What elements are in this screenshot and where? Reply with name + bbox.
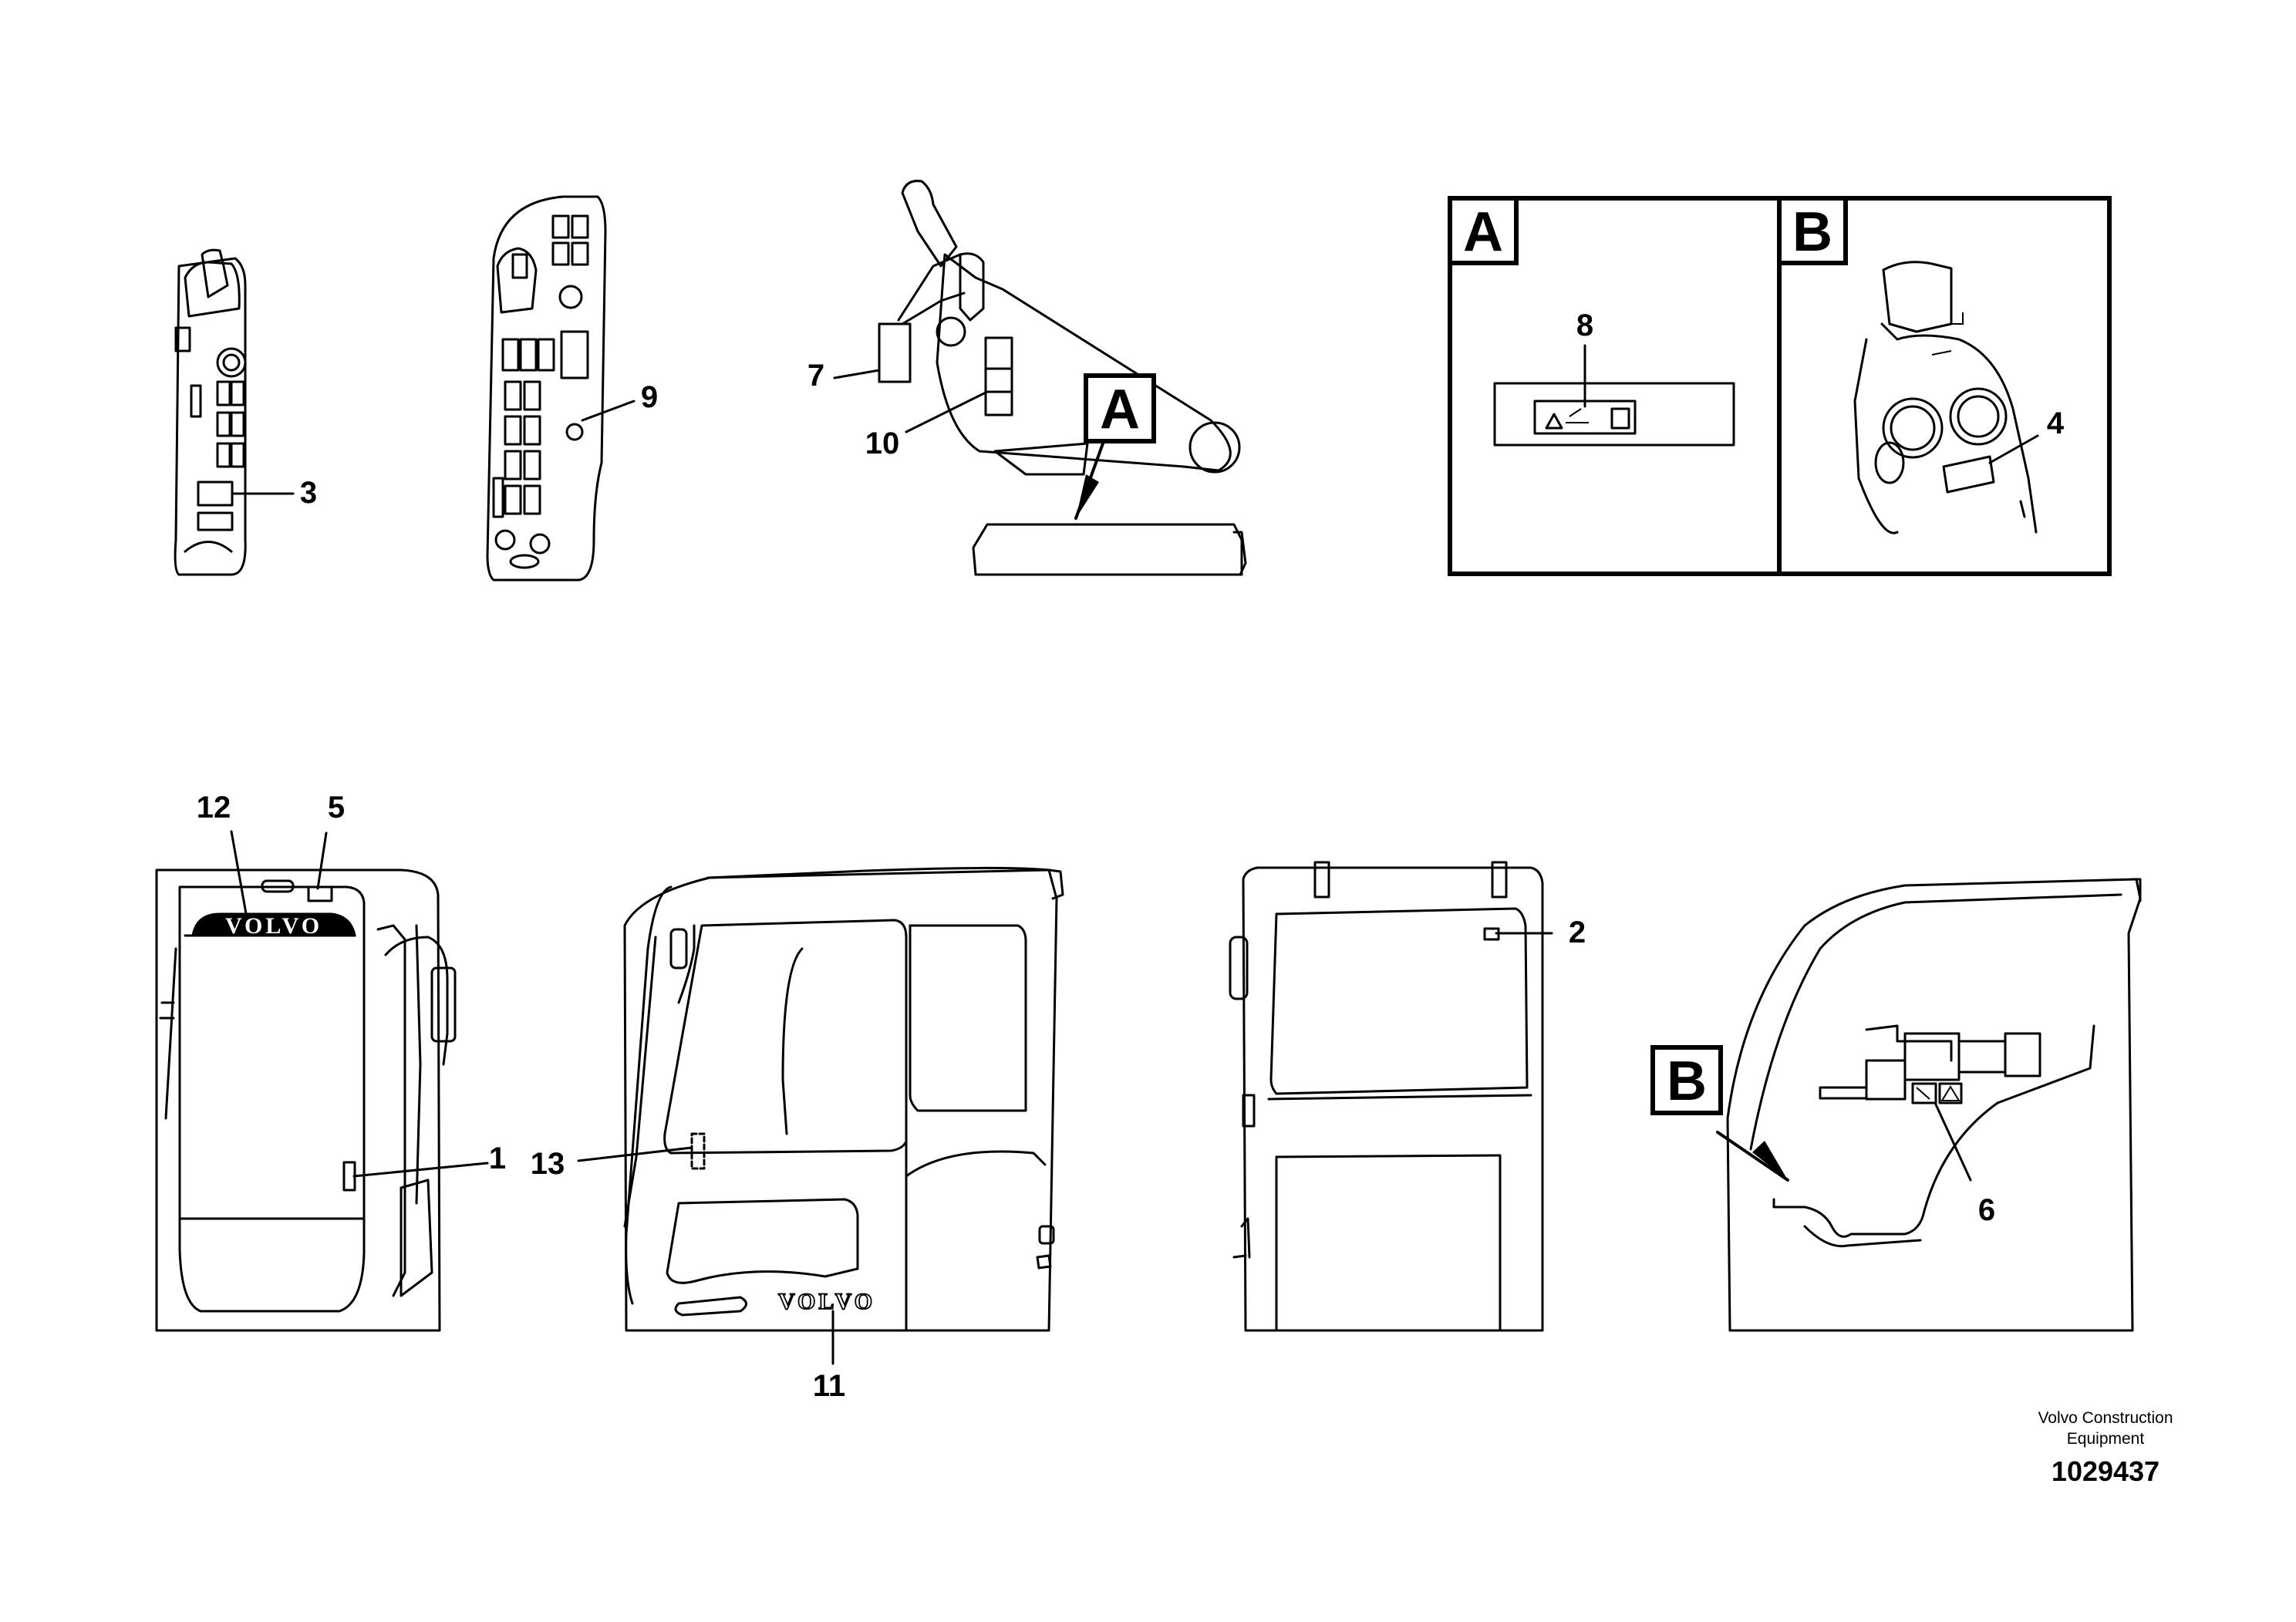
callout-13: 13 <box>531 1147 565 1181</box>
cab-interior-view <box>1726 878 2142 1332</box>
callout-8: 8 <box>1576 309 1593 342</box>
detail-panel <box>1448 196 2112 576</box>
callout-9: 9 <box>641 380 658 414</box>
front-volvo-logo: VOLVO <box>225 913 322 939</box>
detail-b-pointer-label: B <box>1667 1050 1707 1112</box>
callout-5: 5 <box>328 791 345 824</box>
detail-a-pointer-label: A <box>1100 379 1140 440</box>
callout-3: 3 <box>300 476 317 510</box>
company-name-line1: Volvo Construction <box>2038 1409 2173 1427</box>
callout-4: 4 <box>2047 406 2065 440</box>
callout-2: 2 <box>1569 916 1586 949</box>
side-volvo-logo: VOLVO <box>778 1289 875 1314</box>
detail-b-pointer-box <box>1650 1045 1723 1115</box>
callout-12: 12 <box>197 791 231 824</box>
callout-10: 10 <box>865 427 900 460</box>
operator-seat-armrest <box>878 180 1247 576</box>
cab-rear-view <box>1229 861 1544 1332</box>
left-control-console <box>174 248 247 576</box>
callout-7: 7 <box>807 359 824 393</box>
cab-side-view <box>623 866 1064 1332</box>
right-control-console <box>486 195 607 582</box>
detail-a-pointer-box <box>1084 373 1156 443</box>
callout-11: 11 <box>813 1369 845 1403</box>
company-name-line2: Equipment <box>2067 1430 2145 1448</box>
callout-1: 1 <box>489 1141 506 1175</box>
cab-front-view <box>155 868 457 1332</box>
detail-b-label: B <box>1792 201 1832 263</box>
detail-a-label: A <box>1463 201 1503 263</box>
callout-6: 6 <box>1978 1193 1995 1227</box>
leader-lines <box>230 344 2039 1365</box>
document-number: 1029437 <box>2052 1455 2159 1487</box>
